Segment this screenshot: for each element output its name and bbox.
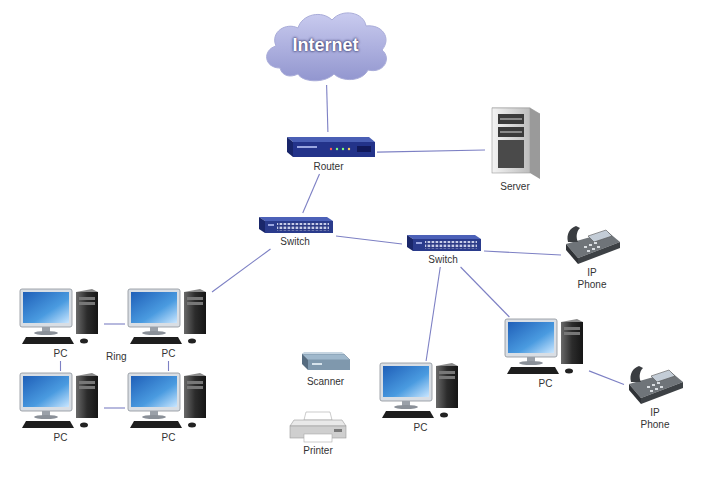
printer-node: Printer	[288, 410, 348, 457]
switch-icon	[403, 232, 483, 254]
network-link	[60, 361, 61, 371]
switch-node: Switch	[255, 214, 335, 248]
network-link	[377, 150, 485, 152]
pc-shape	[20, 289, 98, 344]
pc-shape	[20, 373, 98, 428]
pc-icon	[378, 362, 463, 422]
ip-phone-node: IP Phone	[562, 222, 622, 291]
switch-node: Switch	[403, 232, 483, 266]
network-link	[589, 371, 624, 385]
network-link	[212, 249, 271, 292]
network-link	[104, 323, 125, 324]
phone-icon	[562, 222, 622, 267]
network-link	[168, 361, 169, 371]
device-label: IP Phone	[578, 267, 607, 291]
device-label: PC	[54, 348, 68, 360]
device-label: PC	[54, 432, 68, 444]
network-link	[104, 407, 125, 408]
router-node: Router	[281, 133, 376, 173]
pc-shape	[128, 289, 206, 344]
device-label: Server	[500, 181, 529, 193]
scanner-node: Scanner	[298, 348, 353, 388]
device-label: Switch	[428, 254, 457, 266]
ring-label: Ring	[104, 351, 129, 363]
network-link	[484, 251, 561, 255]
device-label: PC	[414, 422, 428, 434]
network-link	[303, 174, 320, 213]
device-label: Scanner	[307, 376, 344, 388]
phone-shape	[566, 226, 620, 264]
printer-shape	[290, 412, 346, 442]
router-shape	[287, 137, 375, 157]
scanner-shape	[302, 352, 350, 370]
pc-node: PC	[503, 318, 588, 390]
cloud-shape	[267, 13, 387, 81]
pc-node: PC	[126, 288, 211, 360]
switch-shape	[259, 217, 333, 233]
pc-node: PC	[18, 288, 103, 360]
pc-node: PC	[126, 372, 211, 444]
scanner-icon	[298, 348, 353, 376]
pc-icon	[126, 288, 211, 348]
ip-phone-node: IP Phone	[625, 362, 685, 431]
switch-shape	[407, 235, 481, 251]
pc-node: PC	[18, 372, 103, 444]
pc-shape	[128, 373, 206, 428]
printer-icon	[288, 410, 348, 445]
device-label: Printer	[303, 445, 332, 457]
pc-icon	[18, 288, 103, 348]
device-label: PC	[162, 432, 176, 444]
device-label: Router	[313, 161, 343, 173]
pc-node: PC	[378, 362, 463, 434]
phone-shape	[629, 366, 683, 404]
pc-shape	[380, 363, 458, 418]
pc-icon	[126, 372, 211, 432]
server-node: Server	[486, 106, 544, 193]
device-label: IP Phone	[641, 407, 670, 431]
device-label: PC	[539, 378, 553, 390]
switch-icon	[255, 214, 335, 236]
device-label: PC	[162, 348, 176, 360]
network-link	[336, 236, 402, 244]
network-link	[327, 85, 328, 132]
pc-icon	[18, 372, 103, 432]
pc-shape	[505, 319, 583, 374]
router-icon	[281, 133, 376, 161]
network-link	[461, 267, 510, 317]
device-label: Internet	[292, 35, 358, 55]
cloud-node: Internet	[258, 6, 393, 84]
pc-icon	[503, 318, 588, 378]
network-link	[426, 267, 440, 361]
device-label: Switch	[280, 236, 309, 248]
server-icon	[486, 106, 544, 181]
server-shape	[492, 108, 540, 179]
phone-icon	[625, 362, 685, 407]
